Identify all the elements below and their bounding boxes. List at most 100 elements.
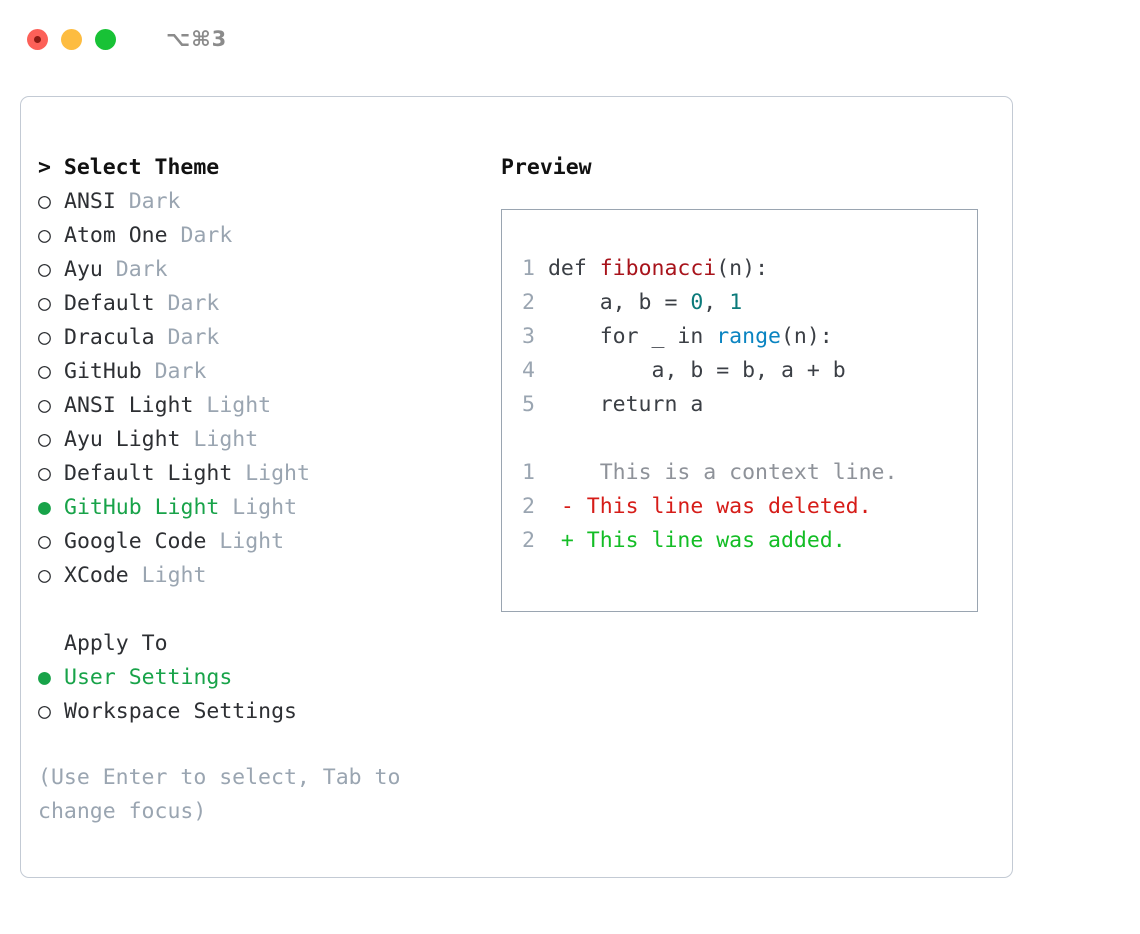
theme-option-label: Dracula xyxy=(64,325,155,350)
radio-unselected-icon: ○ xyxy=(38,189,51,214)
theme-variant-badge: Dark xyxy=(102,257,168,282)
code-token: fibonacci xyxy=(599,256,717,281)
title-bar: ⌥⌘3 xyxy=(0,0,1140,78)
theme-option-label: GitHub xyxy=(64,359,142,384)
theme-variant-badge: Light xyxy=(193,393,272,418)
radio-unselected-icon: ○ xyxy=(38,325,51,350)
theme-option-label: ANSI Light xyxy=(64,393,194,418)
apply-to-option-workspace-settings[interactable]: ○Workspace Settings xyxy=(38,695,478,729)
theme-variant-badge: Dark xyxy=(115,189,181,214)
diff-line-text: This is a context line. xyxy=(573,460,898,485)
theme-variant-badge: Dark xyxy=(167,223,233,248)
radio-unselected-icon: ○ xyxy=(38,257,51,282)
theme-option-xcode[interactable]: ○XCode Light xyxy=(38,559,478,593)
apply-to-option-user-settings[interactable]: ●User Settings xyxy=(38,661,478,695)
code-line-number: 4 xyxy=(522,358,535,383)
code-token: range xyxy=(716,324,781,349)
code-token: for _ in xyxy=(547,324,717,349)
theme-variant-badge: Dark xyxy=(141,359,207,384)
radio-unselected-icon: ○ xyxy=(38,359,51,384)
code-token: a, b = xyxy=(547,290,691,315)
diff-marker xyxy=(561,460,574,485)
theme-option-github[interactable]: ○ GitHub Dark xyxy=(38,355,478,389)
theme-variant-badge: Light xyxy=(206,529,285,554)
diff-marker: + xyxy=(560,528,574,553)
code-line-number: 3 xyxy=(522,324,535,349)
code-token: 1 xyxy=(729,290,743,315)
code-line-number: 2 xyxy=(522,290,535,315)
code-line-number: 5 xyxy=(522,392,535,417)
diff-line-number: 2 xyxy=(522,494,535,519)
section-spacer xyxy=(38,593,478,627)
theme-option-ayu[interactable]: ○ Ayu Dark xyxy=(38,253,478,287)
theme-variant-badge: Dark xyxy=(154,325,220,350)
keyboard-hint-line-1: (Use Enter to select, Tab to xyxy=(38,765,401,790)
radio-unselected-icon: ○ xyxy=(38,461,51,486)
theme-variant-badge: Light xyxy=(180,427,259,452)
theme-option-google-code[interactable]: ○Google Code Light xyxy=(38,525,478,559)
code-token: , xyxy=(703,290,730,315)
code-token: (n): xyxy=(716,256,769,281)
theme-option-dracula[interactable]: ○ Dracula Dark xyxy=(38,321,478,355)
code-line: 5 return a xyxy=(502,388,977,422)
diff-line-number: 2 xyxy=(522,528,535,553)
radio-unselected-icon: ○ xyxy=(38,223,51,248)
diff-line-add: 2 + This line was added. xyxy=(502,524,977,558)
code-token: 0 xyxy=(690,290,704,315)
zoom-button[interactable] xyxy=(95,28,116,50)
radio-unselected-icon: ○ xyxy=(38,699,51,724)
theme-option-default-light[interactable]: ○ Default Light Light xyxy=(38,457,478,491)
preview-heading: Preview xyxy=(501,155,592,180)
code-line: 1 def fibonacci(n): xyxy=(502,252,977,286)
diff-line-ctx: 1 This is a context line. xyxy=(502,456,977,490)
theme-option-default[interactable]: ○Default Dark xyxy=(38,287,478,321)
minimize-button[interactable] xyxy=(61,28,82,50)
keyboard-hint-line-2: change focus) xyxy=(38,799,207,824)
theme-option-label: Atom One xyxy=(64,223,168,248)
diff-line-text: This line was deleted. xyxy=(573,494,872,519)
radio-selected-icon: ● xyxy=(38,495,51,520)
preview-column: Preview 1 def fibonacci(n):2 a, b = 0, 1… xyxy=(501,151,1001,612)
code-line: 2 a, b = 0, 1 xyxy=(502,286,977,320)
theme-picker-panel: > Select Theme ○ANSI Dark○Atom One Dark○… xyxy=(20,96,1013,878)
theme-option-label: Ayu xyxy=(64,257,103,282)
radio-unselected-icon: ○ xyxy=(38,563,51,588)
theme-list: ○ANSI Dark○Atom One Dark○Ayu Dark○Defaul… xyxy=(38,185,478,593)
theme-option-ansi[interactable]: ○ ANSI Dark xyxy=(38,185,478,219)
radio-unselected-icon: ○ xyxy=(38,427,51,452)
apply-to-option-label: User Settings xyxy=(64,665,233,690)
theme-variant-badge: Dark xyxy=(154,291,220,316)
theme-option-label: Default Light xyxy=(64,461,233,486)
keyboard-hint: (Use Enter to select, Tab to change focu… xyxy=(38,761,458,829)
theme-option-label: ANSI xyxy=(64,189,116,214)
diff-sample: 1 This is a context line.2 - This line w… xyxy=(502,456,977,558)
diff-line-del: 2 - This line was deleted. xyxy=(502,490,977,524)
code-diff-spacer xyxy=(502,422,977,456)
radio-unselected-icon: ○ xyxy=(38,393,51,418)
apply-to-heading-label: Apply To xyxy=(64,631,168,656)
theme-select-heading: > Select Theme xyxy=(38,155,220,180)
diff-line-number: 1 xyxy=(522,460,535,485)
theme-option-atom-one[interactable]: ○ Atom One Dark xyxy=(38,219,478,253)
theme-option-ansi-light[interactable]: ○ ANSI Light Light xyxy=(38,389,478,423)
theme-option-github-light[interactable]: ●GitHub Light Light xyxy=(38,491,478,525)
theme-option-ayu-light[interactable]: ○ Ayu Light Light xyxy=(38,423,478,457)
window-shortcut-label: ⌥⌘3 xyxy=(166,27,228,51)
code-token: (n): xyxy=(780,324,833,349)
code-token: return a xyxy=(547,392,704,417)
close-button[interactable] xyxy=(27,28,48,50)
traffic-light-group xyxy=(27,28,116,50)
apply-to-heading-indent xyxy=(38,627,64,661)
diff-line-text: This line was added. xyxy=(573,528,846,553)
theme-option-label: Ayu Light xyxy=(64,427,181,452)
theme-select-column: > Select Theme ○ANSI Dark○Atom One Dark○… xyxy=(38,151,478,829)
theme-variant-badge: Light xyxy=(219,495,298,520)
theme-option-label: Google Code xyxy=(64,529,207,554)
code-line: 4 a, b = b, a + b xyxy=(502,354,977,388)
code-line: 3 for _ in range(n): xyxy=(502,320,977,354)
theme-variant-badge: Light xyxy=(232,461,310,486)
theme-option-label: XCode xyxy=(64,563,129,588)
